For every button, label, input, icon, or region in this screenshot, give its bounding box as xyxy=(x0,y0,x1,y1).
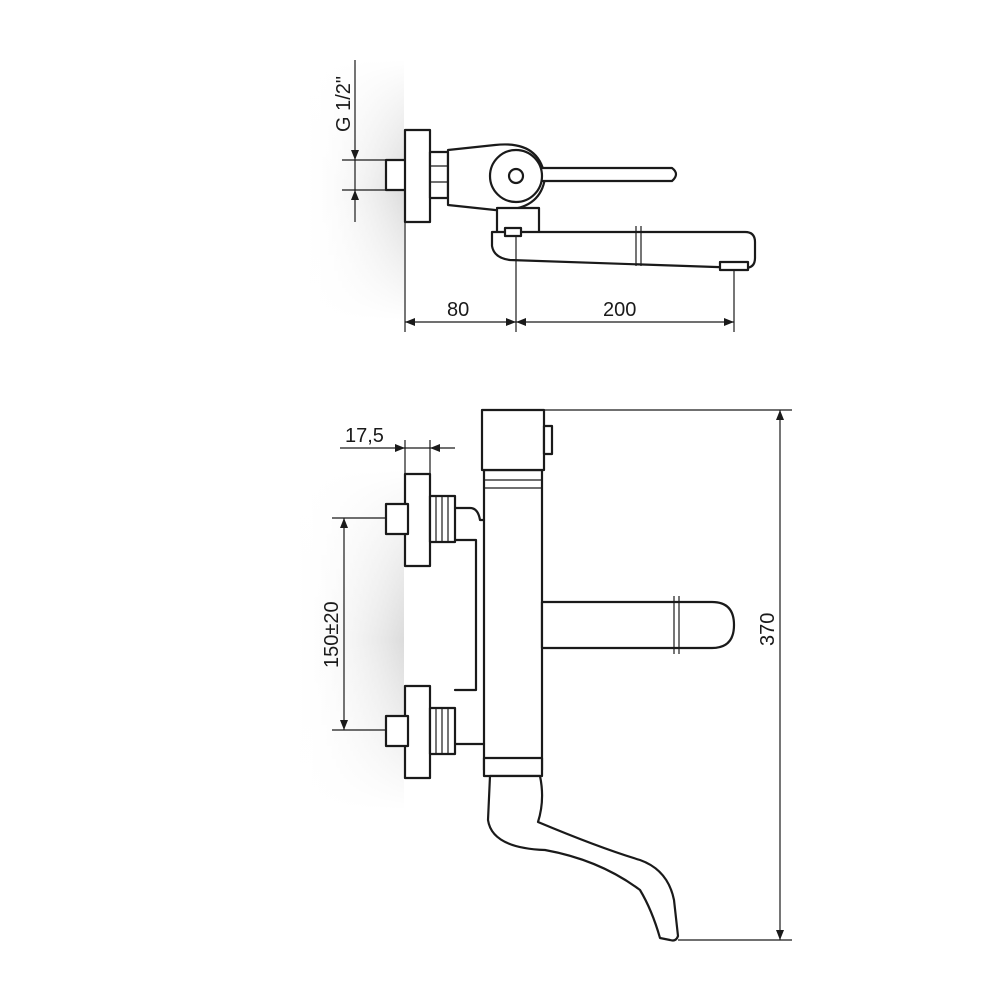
dim-17-5: 17,5 xyxy=(345,425,384,447)
spout-front xyxy=(540,600,736,650)
lever-handle-front xyxy=(486,774,680,942)
spout-top xyxy=(490,230,757,270)
inlet-pipe-lower xyxy=(384,714,410,748)
thread-label: G 1/2" xyxy=(333,76,355,132)
connector-nut-top xyxy=(428,150,450,200)
inlet-pipe-upper xyxy=(384,502,410,536)
bottom-collar xyxy=(482,756,544,778)
dim-370: 370 xyxy=(757,613,779,646)
flange-lower xyxy=(403,684,432,780)
dim-150: 150±20 xyxy=(321,601,343,668)
front-view: 17,5 150±20 370 xyxy=(290,408,792,942)
top-cartridge xyxy=(480,408,546,472)
dim-80: 80 xyxy=(447,299,469,321)
dim-200: 200 xyxy=(603,299,636,321)
top-view: G 1/2" 80 200 xyxy=(300,60,757,332)
lever-handle-top xyxy=(533,166,678,183)
mixer-body-front xyxy=(482,468,544,772)
wall-flange-top xyxy=(403,128,432,224)
